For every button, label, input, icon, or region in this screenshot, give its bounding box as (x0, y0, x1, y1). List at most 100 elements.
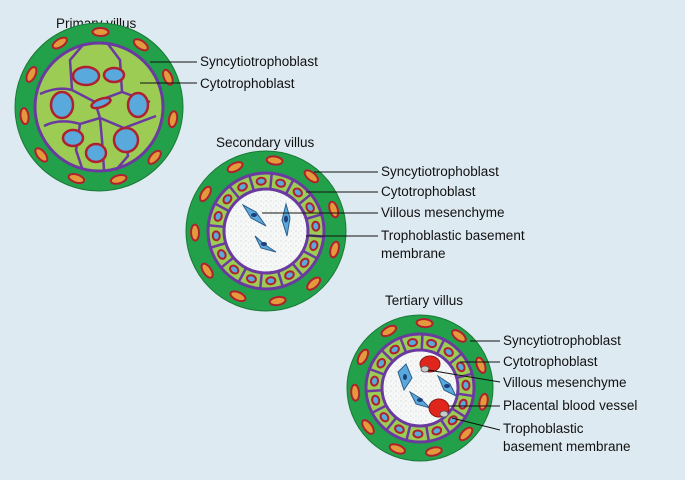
syncytial-nucleus (458, 426, 474, 442)
cytotrophoblast-nucleus (407, 338, 418, 348)
primary-label-cytotrophoblast: Cytotrophoblast (200, 76, 295, 91)
cytotrophoblast-nucleus (431, 426, 443, 436)
syncytial-nucleus (451, 329, 467, 343)
cytotrophoblast-nucleus (217, 249, 227, 260)
secondary-villus: Secondary villus Syncytiotrophoblast Cyt… (185, 135, 525, 312)
cytotrophoblast-nucleus (394, 424, 405, 434)
syncytial-nucleus (303, 169, 319, 184)
syncytial-nucleus (200, 262, 214, 279)
syncytial-nucleus (34, 147, 49, 163)
primary-syncytial-nuclei (19, 27, 179, 185)
tertiary-label-syncytiotrophoblast: Syncytiotrophoblast (503, 333, 621, 348)
cell-border (258, 272, 264, 289)
cell-border (424, 425, 431, 442)
syncytial-nucleus (226, 161, 244, 174)
secondary-mesenchyme-cells (241, 202, 291, 253)
syncytial-nucleus (190, 223, 201, 242)
secondary-cytotrophoblast-cells (208, 173, 324, 289)
secondary-label-syncytiotrophoblast: Syncytiotrophoblast (381, 164, 499, 179)
syncytial-nucleus (361, 419, 375, 435)
cytotrophoblast-nucleus (222, 194, 233, 205)
syncytial-nucleus (25, 66, 38, 83)
cytotrophoblast-nucleus (299, 257, 310, 268)
cytotrophoblast-nucleus (443, 347, 454, 357)
cytotrophoblast-nucleus (389, 344, 400, 355)
cell-border (208, 223, 225, 229)
syncytial-nucleus (380, 324, 398, 338)
secondary-label-basement-1: Trophoblastic basement (381, 228, 525, 243)
cell-border (448, 352, 463, 365)
cell-border (439, 419, 451, 434)
cell-border (284, 179, 295, 195)
syncytial-nucleus (51, 36, 68, 50)
cytotrophoblast-nucleus (213, 210, 223, 222)
cytotrophoblast-nucleus (237, 182, 248, 192)
cytotrophoblast-nucleus (245, 274, 257, 284)
syncytial-nucleus (415, 318, 434, 329)
syncytial-nucleus (265, 155, 284, 166)
syncytial-nucleus (424, 446, 443, 457)
cell-border (228, 185, 241, 200)
tertiary-label-cytotrophoblast: Cytotrophoblast (503, 354, 598, 369)
cell-border (268, 173, 274, 190)
tertiary-leader-3 (427, 369, 501, 383)
cytotrophoblast-nucleus (229, 264, 240, 275)
cytotrophoblast-nucleus (305, 202, 315, 213)
cell-border (451, 407, 467, 419)
cytotrophoblast-nucleus (275, 178, 287, 188)
cytotrophoblast-nucleus (412, 429, 424, 439)
secondary-label-villous-mesenchyme: Villous mesenchyme (381, 205, 505, 220)
cytotrophoblast-nucleus (211, 230, 221, 242)
cytotrophoblast-nucleus (461, 379, 471, 391)
cell-border (420, 333, 424, 351)
tertiary-label-villous-mesenchyme: Villous mesenchyme (503, 375, 627, 390)
syncytial-nucleus (67, 172, 86, 185)
cytotrophoblast-nucleus (309, 240, 319, 252)
syncytial-nucleus (306, 276, 322, 291)
cytotrophoblast-nucleus (369, 375, 380, 387)
cell-border (248, 175, 256, 192)
cell-border (405, 424, 412, 441)
cell-border (457, 392, 474, 398)
syncytial-nucleus (329, 240, 340, 259)
cell-border (380, 349, 394, 363)
cell-border (210, 241, 227, 249)
cell-border (435, 339, 446, 355)
tertiary-blood-vessels (419, 355, 450, 418)
cell-border (291, 262, 304, 277)
cell-border (399, 337, 408, 354)
cytotrophoblast-nucleus (284, 270, 295, 280)
syncytial-nucleus (132, 38, 149, 52)
syncytial-nucleus (475, 356, 487, 374)
primary-label-syncytiotrophoblast: Syncytiotrophoblast (200, 54, 318, 69)
syncytial-nucleus (199, 185, 212, 203)
cytotrophoblast-nucleus (379, 412, 390, 423)
secondary-label-cytotrophoblast: Cytotrophoblast (381, 184, 476, 199)
secondary-title: Secondary villus (216, 135, 315, 150)
cell-border (214, 202, 230, 213)
syncytial-nucleus (162, 68, 174, 86)
primary-villus: Primary villus Syncytiotrophoblast (14, 16, 318, 192)
tertiary-syncytial-nuclei (350, 318, 489, 457)
cell-border (305, 213, 322, 221)
cytotrophoblast-nucleus (426, 338, 438, 349)
tertiary-label-basement-1: Trophoblastic (503, 421, 584, 436)
cell-border (237, 267, 248, 283)
tertiary-leader-5 (451, 417, 501, 431)
cytotrophoblast-nucleus (265, 276, 277, 286)
syncytial-nucleus (268, 295, 287, 307)
syncytial-nucleus (167, 110, 179, 129)
cytotrophoblast-nucleus (255, 176, 267, 186)
cytotrophoblast-nucleus (376, 357, 387, 369)
syncytial-nucleus (356, 348, 370, 366)
cell-border (366, 389, 383, 393)
tertiary-title: Tertiary villus (385, 293, 463, 308)
cell-border (371, 404, 387, 414)
secondary-label-basement-2: membrane (381, 246, 446, 261)
tertiary-villus: Tertiary villus Syncytiotrophoblast Cyto… (346, 293, 637, 462)
cell-border (276, 270, 284, 287)
tertiary-label-basement-2: basement membrane (503, 439, 631, 454)
cell-border (297, 193, 312, 206)
syncytial-nucleus (350, 383, 361, 402)
